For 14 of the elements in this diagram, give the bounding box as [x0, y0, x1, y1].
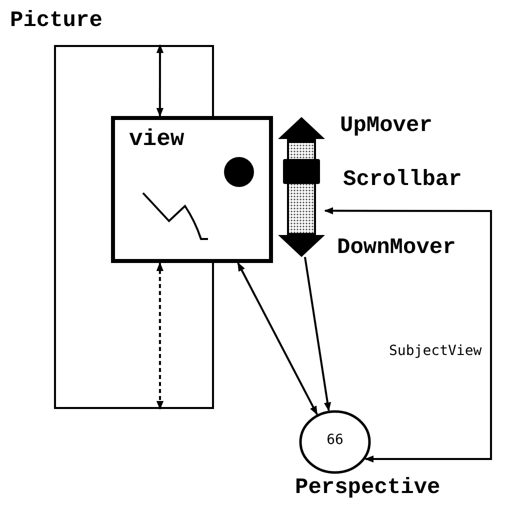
dashed-arrow: [156, 262, 164, 410]
part-label: Perspective: [295, 475, 440, 500]
part-label: UpMover: [340, 113, 432, 138]
part-label: Scrollbar: [343, 167, 462, 192]
arrow: [304, 256, 332, 412]
arrow: [156, 44, 164, 117]
frame-title: Picture: [10, 8, 102, 33]
view-label: view: [129, 126, 184, 152]
edge-label: SubjectView: [388, 342, 483, 360]
ellipse-number: 66: [326, 432, 344, 448]
part-label: DownMover: [337, 235, 456, 260]
view-box: [111, 116, 273, 263]
arrow: [237, 262, 318, 416]
arrow: [324, 207, 492, 463]
